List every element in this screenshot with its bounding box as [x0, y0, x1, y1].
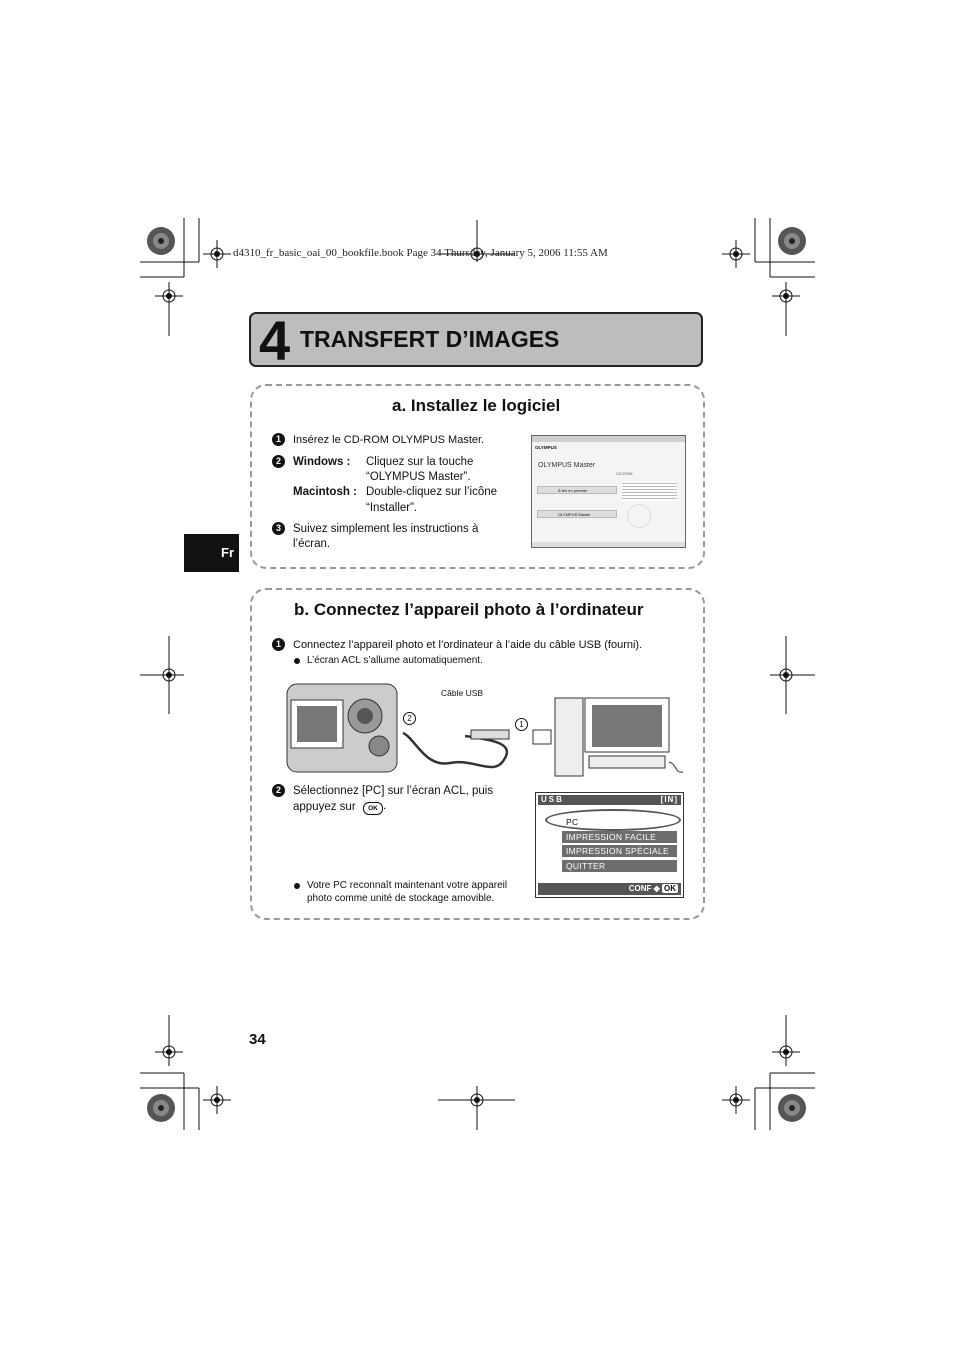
mac-text: Double-cliquez sur l’icône [366, 486, 498, 498]
bullet-text: Votre PC reconnaît maintenant votre appa… [307, 880, 508, 891]
selection-ellipse [545, 809, 681, 831]
connection-illustration [286, 683, 684, 777]
step-text: l’écran. [293, 538, 331, 550]
language-tab: Fr [184, 534, 239, 572]
mac-text: “Installer”. [366, 502, 418, 514]
step-text: Connectez l’appareil photo et l’ordinate… [293, 639, 643, 651]
section-a-title: a. Installez le logiciel [392, 396, 561, 415]
step-number: 1 [272, 638, 285, 651]
lcd-conf-label: CONF [628, 884, 652, 893]
print-header: d4310_fr_basic_oai_00_bookfile.book Page… [233, 247, 608, 259]
windows-text: “OLYMPUS Master”. [366, 471, 471, 483]
step-number: 1 [272, 433, 285, 446]
step-text: Sélectionnez [PC] sur l’écran ACL, puis [293, 785, 494, 797]
marker-1: 1 [515, 718, 528, 731]
step-text: Insérez le CD-ROM OLYMPUS Master. [293, 434, 485, 446]
lcd-mode: [IN] [660, 795, 678, 804]
screenshot-subtitle: CD-ROM [616, 471, 633, 476]
screenshot-brand: OLYMPUS [535, 445, 557, 450]
lcd-option[interactable]: IMPRESSION FACILE [562, 831, 677, 843]
page-number: 34 [249, 1031, 266, 1048]
installer-screenshot: OLYMPUS OLYMPUS Master CD-ROM À lire en … [531, 435, 686, 548]
step-number: 2 [272, 455, 285, 468]
lcd-title-bar: USB [IN] [538, 795, 681, 805]
lcd-option[interactable]: QUITTER [562, 860, 677, 872]
lcd-footer: CONF ◆ OK [538, 883, 681, 895]
chapter-title: TRANSFERT D’IMAGES [300, 326, 560, 352]
cable-label: Câble USB [441, 688, 484, 698]
windows-text: Cliquez sur la touche [366, 456, 474, 468]
step-text: appuyez sur [293, 801, 356, 813]
step-text: Suivez simplement les instructions à [293, 523, 479, 535]
chapter-banner: 4 TRANSFERT D’IMAGES [249, 309, 703, 372]
bullet-text: L’écran ACL s’allume automatiquement. [307, 655, 483, 666]
screenshot-product: OLYMPUS Master [538, 462, 596, 469]
screenshot-button: OLYMPUS Master [537, 510, 617, 518]
ok-button-icon: OK [363, 802, 383, 815]
lcd-title: USB [541, 795, 564, 804]
step-number: 2 [272, 784, 285, 797]
chapter-number: 4 [259, 309, 290, 372]
mac-label: Macintosh : [293, 486, 357, 498]
lcd-ok-icon: OK [662, 884, 678, 893]
lcd-usb-menu: USB [IN] PC IMPRESSION FACILE IMPRESSION… [535, 792, 684, 898]
windows-label: Windows : [293, 456, 351, 468]
section-b-title: b. Connectez l’appareil photo à l’ordina… [294, 600, 644, 619]
screenshot-button: À lire en premier [537, 486, 617, 494]
bullet-icon [294, 883, 300, 889]
lcd-option[interactable]: IMPRESSION SPÉCIALE [562, 845, 677, 857]
bullet-text: photo comme unité de stockage amovible. [307, 893, 495, 904]
section-install-software [250, 384, 705, 569]
bullet-icon [294, 658, 300, 664]
step-number: 3 [272, 522, 285, 535]
marker-2: 2 [403, 712, 416, 725]
section-connect-camera [250, 588, 705, 920]
